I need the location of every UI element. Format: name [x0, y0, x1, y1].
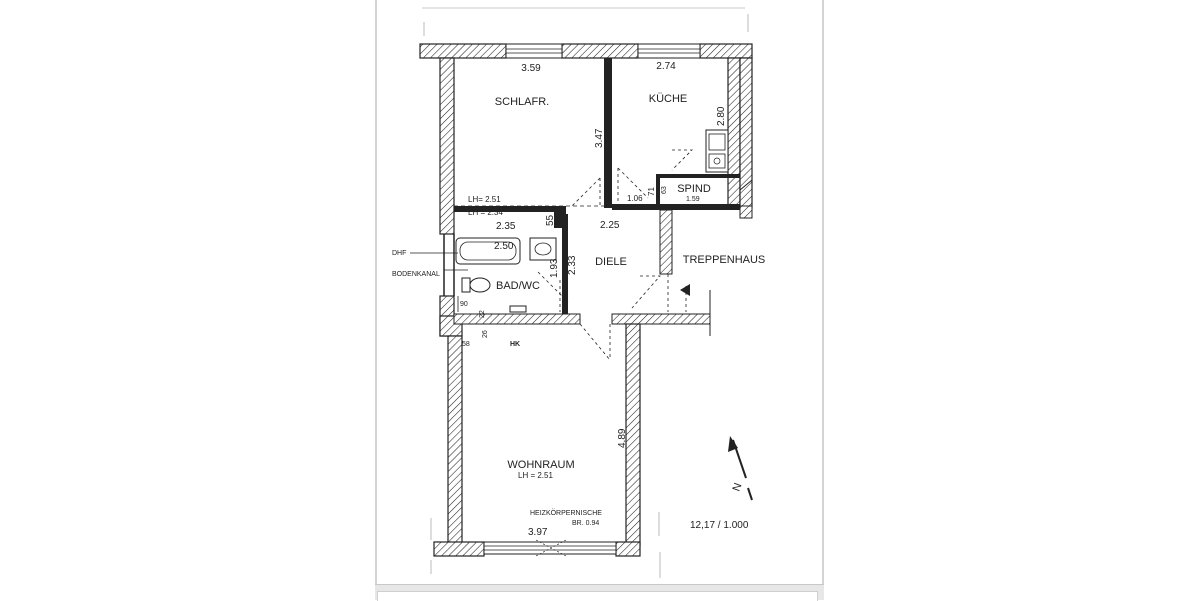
wall-bottom-left: [433, 541, 485, 557]
dim-280: 2.80: [716, 106, 727, 126]
room-kueche: KÜCHE: [649, 93, 688, 105]
room-spind: SPIND: [677, 183, 711, 195]
dim-274: 2.74: [656, 61, 676, 72]
wall-top-mid: [561, 43, 639, 59]
wall-diele-bottom: [611, 313, 711, 325]
window-kueche: [637, 43, 701, 59]
wall-top-left: [419, 43, 507, 59]
hk-label: HK: [510, 341, 520, 348]
scale-label: 12,17 / 1.000: [690, 520, 749, 531]
dhf-label: DHF: [392, 250, 406, 257]
wall-right-stub: [739, 205, 753, 219]
dim-193: 1.93: [549, 258, 560, 278]
wall-diele-treppe: [659, 209, 673, 275]
toilet-tank-icon: [461, 277, 471, 293]
room-diele: DIELE: [595, 256, 627, 268]
wall-bottom-right: [615, 541, 641, 557]
next-page-edge[interactable]: [375, 584, 824, 601]
wall-bad-diele: [562, 214, 568, 314]
dim-347: 3.47: [594, 128, 605, 148]
wall-wohn-right: [625, 323, 641, 547]
stove-icon: [708, 153, 726, 169]
sink-icon: [708, 133, 726, 151]
wall-top-right: [699, 43, 753, 59]
room-schlafzimmer: SCHLAFR.: [495, 96, 549, 108]
dim-235: 2.35: [496, 221, 516, 232]
wall-right-kueche: [727, 57, 741, 209]
dim-90: 90: [460, 301, 468, 308]
left-margin: [0, 0, 375, 600]
bodenkanal-label: BODENKANAL: [392, 271, 440, 278]
br-label: BR. 0.94: [572, 520, 599, 527]
right-margin: [824, 0, 1200, 600]
wall-schlaf-bad: [454, 206, 554, 212]
entrance-arrow-icon: [680, 284, 690, 296]
wall-spind-left: [656, 174, 660, 208]
lh-wohn: LH = 2.51: [518, 471, 553, 480]
dim-58: 58: [462, 341, 470, 348]
wall-schlaf-kueche: [604, 58, 612, 208]
dim-55: 55: [545, 214, 556, 226]
dim-159: 1.59: [686, 196, 700, 203]
heizkoerpernische-label: HEIZKÖRPERNISCHE: [530, 509, 602, 517]
toilet-icon: [469, 277, 491, 293]
wall-left-lower: [447, 335, 463, 547]
door-swings: [537, 149, 693, 361]
dim-63: 63: [661, 186, 668, 194]
next-page[interactable]: [377, 591, 818, 601]
room-treppenhaus: TREPPENHAUS: [683, 254, 766, 266]
dim-106: 1.06: [627, 194, 643, 203]
window-wohnraum: [483, 541, 617, 555]
north-arrow-icon: [728, 436, 753, 501]
washbasin-icon: [529, 237, 557, 261]
north-label: N: [731, 481, 745, 493]
wall-left-upper: [439, 57, 455, 235]
dim-71: 71: [647, 187, 656, 196]
dim-22: 22: [479, 310, 486, 318]
dim-26: 26: [482, 330, 489, 338]
lh-schlaf-1: LH= 2.51: [468, 195, 501, 204]
lh-schlaf-2: LH = 2.34: [468, 208, 503, 217]
wall-spind-top: [656, 174, 740, 178]
wall-kueche-bottom: [612, 204, 740, 210]
dim-233: 2.33: [567, 255, 578, 275]
room-bad-wc: BAD/WC: [496, 280, 540, 292]
dim-225: 2.25: [600, 220, 620, 231]
dim-250: 2.50: [494, 241, 514, 252]
wall-bad-wohn: [453, 313, 581, 325]
dim-359: 3.59: [521, 63, 541, 74]
dim-489: 4.89: [617, 428, 628, 448]
window-schlafzimmer: [505, 43, 563, 59]
dim-397: 3.97: [528, 527, 548, 538]
radiator-icon: [509, 305, 527, 313]
room-wohnraum: WOHNRAUM: [507, 459, 574, 471]
